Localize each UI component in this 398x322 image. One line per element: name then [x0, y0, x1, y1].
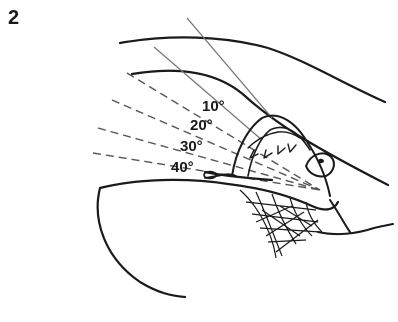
angle-label-10: 10° — [202, 98, 225, 115]
caruncle-dot — [318, 159, 324, 163]
arrowhead-3 — [278, 146, 285, 154]
angle-label-40: 40° — [171, 159, 194, 176]
lower-lid-line — [318, 224, 393, 234]
tarsal-inner-line — [248, 127, 310, 176]
arrowhead-4 — [288, 144, 296, 152]
angle-label-30: 30° — [180, 138, 203, 155]
angle-label-20: 20° — [190, 117, 213, 134]
upper-lid-crease-line — [120, 37, 385, 102]
lower-fornix-line — [330, 200, 350, 232]
arrowhead-2 — [264, 150, 272, 158]
reference-line-outer — [187, 18, 272, 118]
retractor-fibres — [240, 190, 322, 258]
globe-lower-contour — [98, 188, 185, 297]
